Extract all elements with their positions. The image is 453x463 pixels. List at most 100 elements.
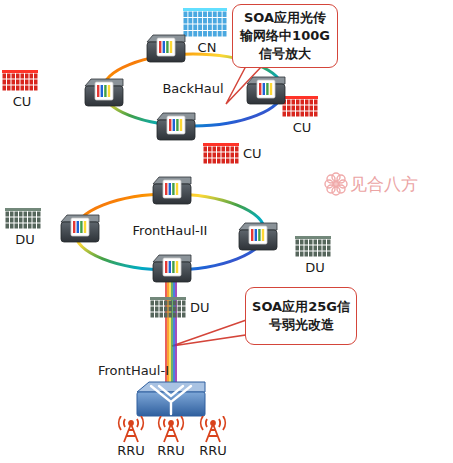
- rack-unit: [193, 31, 197, 37]
- rack-unit: [10, 212, 14, 217]
- rack-unit: [155, 300, 159, 305]
- rack-unit: [178, 306, 182, 311]
- rack-unit: [300, 240, 304, 245]
- rack-unit: [235, 146, 239, 151]
- rack-unit: [208, 12, 212, 18]
- rack-unit: [28, 218, 32, 223]
- server-icon: [2, 70, 38, 91]
- rack-unit: [301, 106, 305, 111]
- rack-unit: [226, 152, 230, 157]
- ring-label: BackHaul: [162, 81, 223, 96]
- rack-unit: [28, 224, 32, 229]
- server-rack: CN: [183, 8, 231, 54]
- rack-unit: [208, 146, 212, 151]
- rru-antenna: RRU: [112, 416, 150, 462]
- node-label: RRU: [199, 443, 227, 458]
- server-rack: CU: [282, 96, 322, 134]
- rack-unit: [21, 80, 25, 85]
- server-icon: [5, 208, 41, 229]
- rack-unit: [34, 86, 38, 91]
- rack-unit: [223, 25, 227, 31]
- callout-box: SOA应用光传输网络中100G信号放大: [232, 4, 338, 68]
- rack-unit: [314, 240, 318, 245]
- rack-unit: [314, 252, 318, 257]
- rack-unit: [6, 218, 10, 223]
- rack-top: [150, 297, 186, 300]
- rack-unit: [169, 300, 173, 305]
- rack-unit: [24, 224, 28, 229]
- rack-unit: [305, 240, 309, 245]
- watermark-flower: [325, 173, 347, 195]
- rack-unit: [12, 80, 16, 85]
- server-rack: DU: [150, 296, 214, 318]
- node-label: CU: [13, 94, 32, 109]
- rack-top: [183, 8, 227, 11]
- rack-unit: [305, 246, 309, 251]
- rru-antenna: RRU: [152, 416, 190, 462]
- rack-unit: [283, 100, 287, 105]
- antenna-icon: [152, 416, 190, 443]
- rack-unit: [182, 300, 186, 305]
- antenna-symbol: [201, 416, 226, 442]
- rack-unit: [300, 252, 304, 257]
- network-ring: FrontHaul-II: [73, 192, 267, 272]
- rack-unit: [169, 312, 173, 317]
- callout-text: SOA应用25G信号弱光改造: [251, 298, 351, 334]
- rack-unit: [218, 12, 222, 18]
- rack-unit: [231, 152, 235, 157]
- rack-unit: [310, 100, 314, 105]
- rack-unit: [203, 18, 207, 24]
- rack-unit: [21, 74, 25, 79]
- callout-box: SOA应用25G信号弱光改造: [245, 287, 357, 345]
- rack-unit: [300, 246, 304, 251]
- rack-unit: [309, 246, 313, 251]
- rack-unit: [231, 158, 235, 163]
- rack-unit: [184, 31, 188, 37]
- rack-unit: [314, 112, 318, 117]
- rack-unit: [222, 158, 226, 163]
- rack-unit: [305, 252, 309, 257]
- rack-unit: [203, 12, 207, 18]
- rack-unit: [188, 12, 192, 18]
- rack-unit: [173, 300, 177, 305]
- rack-unit: [226, 158, 230, 163]
- rack-unit: [323, 252, 327, 257]
- rack-unit: [3, 74, 7, 79]
- server-icon: [295, 236, 331, 257]
- rack-unit: [222, 146, 226, 151]
- rack-unit: [19, 212, 23, 217]
- rack-unit: [37, 224, 41, 229]
- node-label: RRU: [157, 443, 185, 458]
- rack-unit: [173, 306, 177, 311]
- server-icon: [282, 96, 318, 117]
- rack-unit: [235, 152, 239, 157]
- rack-unit: [7, 80, 11, 85]
- splitter-symbol: [137, 382, 205, 416]
- rack-unit: [287, 106, 291, 111]
- rack-unit: [30, 80, 34, 85]
- server-rack: CU: [2, 70, 42, 108]
- node-label: CU: [243, 146, 262, 161]
- rack-unit: [217, 146, 221, 151]
- watermark: 见合八方: [350, 173, 418, 196]
- rack-unit: [182, 306, 186, 311]
- rack-unit: [15, 212, 19, 217]
- rack-top: [2, 70, 38, 73]
- rack-unit: [296, 112, 300, 117]
- rack-unit: [198, 12, 202, 18]
- server-rack: DU: [5, 208, 45, 246]
- node-label: DU: [190, 300, 210, 315]
- rack-top: [5, 208, 41, 211]
- callout-tail: [172, 318, 252, 346]
- rack-unit: [296, 246, 300, 251]
- rack-unit: [223, 18, 227, 24]
- rack-unit: [296, 252, 300, 257]
- node-label: DU: [305, 260, 325, 275]
- rack-unit: [30, 74, 34, 79]
- rack-unit: [160, 312, 164, 317]
- rack-unit: [235, 158, 239, 163]
- rack-unit: [218, 31, 222, 37]
- rack-unit: [30, 86, 34, 91]
